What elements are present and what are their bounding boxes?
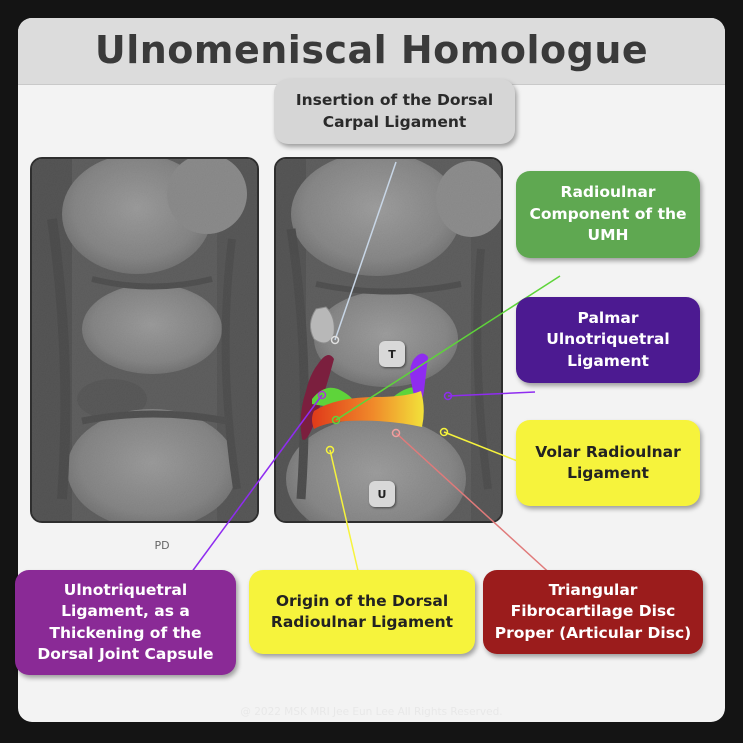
anchor-dot-origin-dorsal bbox=[325, 445, 335, 455]
page-title: Ulnomeniscal Homologue bbox=[94, 28, 649, 72]
mri-left-graphic bbox=[32, 159, 257, 521]
leader-line-tfc-disc bbox=[395, 432, 567, 589]
bone-label-ulna: U bbox=[369, 481, 395, 507]
mri-image-left bbox=[30, 157, 259, 523]
leader-line-origin-dorsal bbox=[329, 449, 363, 589]
mri-right-graphic bbox=[276, 159, 501, 521]
copyright-notice: @ 2022 MSK MRI Jee Eun Lee All Rights Re… bbox=[240, 706, 503, 718]
leader-line-palmar-ut bbox=[447, 391, 536, 397]
anchor-dot-radioulnar-umh bbox=[331, 415, 341, 425]
mri-image-right-annotated bbox=[274, 157, 503, 523]
anchor-dot-ulnotriquetral bbox=[317, 390, 327, 400]
leader-line-ulnotriquetral bbox=[179, 394, 323, 589]
sequence-label: PD bbox=[154, 539, 170, 552]
dorsal-carpal-insertion-overlay bbox=[310, 306, 335, 344]
anchor-dot-dorsal-carpal bbox=[330, 335, 340, 345]
anchor-dot-volar-ru bbox=[439, 427, 449, 437]
title-bar: Ulnomeniscal Homologue bbox=[18, 18, 725, 85]
anchor-dot-tfc-disc bbox=[391, 428, 401, 438]
bone-label-triquetrum: T bbox=[379, 341, 405, 367]
leader-line-dorsal-carpal bbox=[334, 161, 397, 341]
palmar-ulnotriquetral-overlay bbox=[410, 353, 428, 404]
anchor-dot-palmar-ut bbox=[443, 391, 453, 401]
